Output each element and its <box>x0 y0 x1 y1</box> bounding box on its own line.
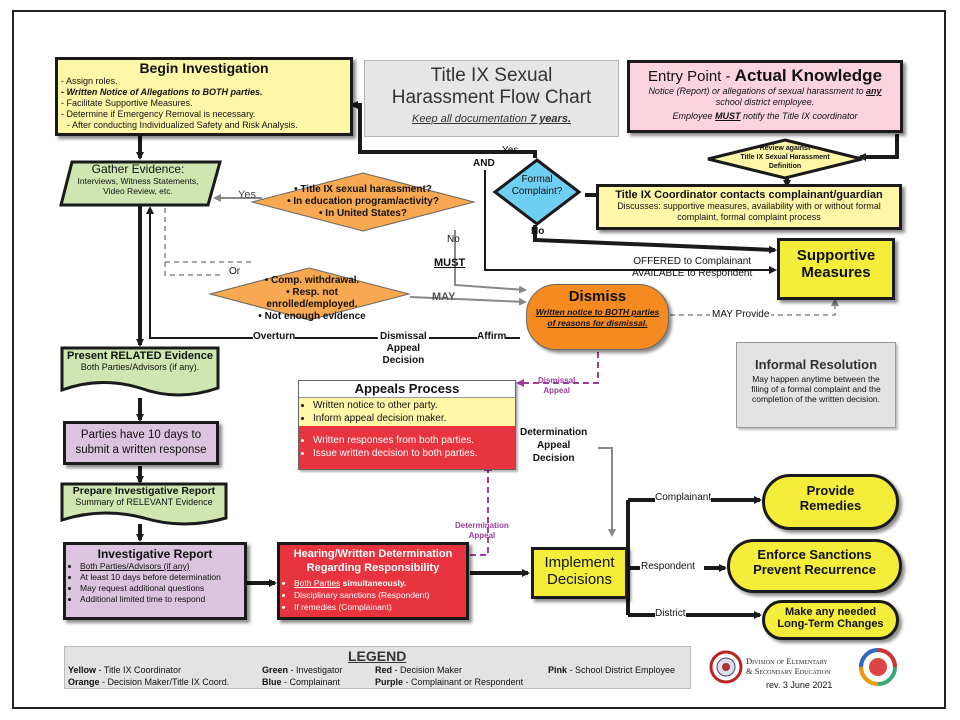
legend-blue: Blue - Complainant <box>262 677 341 687</box>
revision-date: rev. 3 June 2021 <box>766 680 833 690</box>
label-and: AND <box>473 158 495 169</box>
appeals-title: Appeals Process <box>354 381 460 396</box>
informal-resolution-box: Informal Resolution May happen anytime b… <box>736 342 896 428</box>
legend-yellow: Yellow - Title IX Coordinator <box>68 665 182 675</box>
long-term-changes-box: Make any needed Long-Term Changes <box>762 600 899 640</box>
label-may: MAY <box>432 291 456 303</box>
hearing-box: Hearing/Written Determination Regarding … <box>277 542 469 620</box>
offered-label: OFFERED to Complainant AVAILABLE to Resp… <box>632 256 753 279</box>
present-evidence-shape <box>60 346 220 397</box>
chart-title-line2: Harassment Flow Chart <box>391 87 592 108</box>
present-evidence-box: Present RELATED Evidence Both Parties/Ad… <box>62 350 218 372</box>
entry-point-box: Entry Point - Actual Knowledge Notice (R… <box>627 60 903 133</box>
coordinator-box: Title IX Coordinator contacts complainan… <box>596 184 902 230</box>
prepare-report-shape <box>60 482 228 526</box>
implement-decisions-box: Implement Decisions <box>531 547 628 599</box>
formal-complaint-diamond: Formal Complaint? <box>511 174 563 197</box>
label-or: Or <box>229 266 241 277</box>
chart-title-line1: Title IX Sexual <box>430 65 553 86</box>
formal-complaint-shape <box>492 158 582 226</box>
label-determination-appeal-decision: Determination Appeal Decision <box>520 427 588 464</box>
inv-report-list: Both Parties/Advisors (if any) At least … <box>66 561 244 605</box>
gather-evidence-text: Interviews, Witness Statements, Video Re… <box>77 176 199 196</box>
branch-complainant: Complainant <box>655 492 712 503</box>
dismiss-text: Written notice to BOTH parties of reason… <box>535 307 660 328</box>
legend-title: LEGEND <box>348 648 407 664</box>
informal-text: May happen anytime between the filing of… <box>751 374 881 404</box>
label-yes-d1: Yes <box>238 189 256 201</box>
gather-evidence-box: Gather Evidence: Interviews, Witness Sta… <box>68 162 208 196</box>
jurisdiction-diamond: • Title IX sexual harassment? • In educa… <box>287 184 439 219</box>
hearing-title: Hearing/Written Determination Regarding … <box>293 548 453 574</box>
withdrawal-diamond: • Comp. withdrawal. • Resp. not enrolled… <box>258 275 366 322</box>
dismiss-title: Dismiss <box>568 288 627 305</box>
parties-10-days-box: Parties have 10 days to submit a written… <box>63 421 219 465</box>
label-yes-top: Yes <box>502 145 519 156</box>
branch-district: District <box>655 608 686 619</box>
label-dismissal-appeal: Dismissal Appeal <box>538 376 576 395</box>
label-may-provide: MAY Provide <box>710 309 772 320</box>
label-must: MUST <box>434 257 466 269</box>
label-no-fc: No <box>531 226 545 237</box>
informal-title: Informal Resolution <box>754 357 878 372</box>
begin-items: - Assign roles. - Written Notice of Alle… <box>61 76 298 130</box>
gather-evidence-title: Gather Evidence: <box>91 162 185 176</box>
entry-point-employee: Employee MUST notify the Title IX coordi… <box>672 111 858 121</box>
legend-purple: Purple - Complainant or Respondent <box>375 677 524 687</box>
entry-point-notice: Notice (Report) or allegations of sexual… <box>648 86 882 107</box>
appeals-yellow: Written notice to other party. Inform ap… <box>299 397 515 426</box>
investigative-report-box: Investigative Report Both Parties/Adviso… <box>63 542 247 620</box>
withdrawal-diamond-shape <box>208 267 411 321</box>
present-text: Both Parties/Advisors (if any). <box>80 362 200 372</box>
gather-evidence-shape <box>59 160 222 207</box>
title-box: Title IX Sexual Harassment Flow Chart Ke… <box>364 60 619 137</box>
hearing-list: Both Parties simultaneously. Disciplinar… <box>280 577 466 613</box>
dismiss-box: Dismiss Written notice to BOTH parties o… <box>526 284 669 350</box>
branch-respondent: Respondent <box>641 561 695 572</box>
org-name: Division of Elementary & Secondary Educa… <box>746 656 831 676</box>
legend-red: Red - Decision Maker <box>375 665 463 675</box>
coordinator-text: Discusses: supportive measures, availabi… <box>617 201 881 222</box>
label-dismissal-appeal-decision: Dismissal Appeal Decision <box>378 331 429 367</box>
label-determination-appeal: Determination Appeal <box>455 521 509 540</box>
appeals-process-box: Appeals Process Written notice to other … <box>298 380 516 470</box>
prepare-text: Summary of RELEVANT Evidence <box>75 497 213 507</box>
label-affirm: Affirm <box>477 331 507 342</box>
review-diamond-shape <box>707 138 863 180</box>
legend-pink: Pink - School District Employee <box>548 665 676 675</box>
label-no-d1: No <box>447 234 460 245</box>
review-diamond: Review against Title IX Sexual Harassmen… <box>740 145 830 170</box>
prepare-report-box: Prepare Investigative Report Summary of … <box>62 485 226 507</box>
label-overturn: Overturn <box>253 331 296 342</box>
legend-box: LEGEND Yellow - Title IX Coordinator Ora… <box>64 646 691 689</box>
legend-orange: Orange - Decision Maker/Title IX Coord. <box>68 677 230 687</box>
chart-subtitle: Keep all documentation 7 years. <box>411 113 571 125</box>
begin-investigation-title: Begin Investigation <box>139 60 269 76</box>
enforce-sanctions-box: Enforce Sanctions Prevent Recurrence <box>727 539 902 593</box>
jurisdiction-diamond-shape <box>250 172 476 232</box>
provide-remedies-box: Provide Remedies <box>762 474 899 530</box>
wheel-logo <box>859 648 897 686</box>
present-title: Present RELATED Evidence <box>67 350 213 362</box>
appeals-red: Written responses from both parties. Iss… <box>299 426 515 469</box>
legend-green: Green - Investigator <box>262 665 343 675</box>
prepare-title: Prepare Investigative Report <box>72 485 216 497</box>
inv-report-title: Investigative Report <box>97 547 213 561</box>
coordinator-title: Title IX Coordinator contacts complainan… <box>615 189 883 201</box>
supportive-measures-box: Supportive Measures <box>777 238 895 300</box>
dese-seal-logo <box>709 650 743 684</box>
entry-point-heading: Entry Point - Actual Knowledge <box>647 66 883 85</box>
begin-investigation-box: Begin Investigation - Assign roles. - Wr… <box>55 57 353 136</box>
